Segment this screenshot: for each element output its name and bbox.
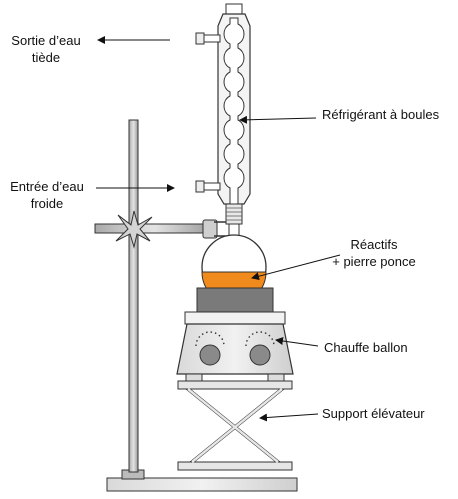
- label-reagents-line2: + pierre ponce: [332, 254, 416, 269]
- label-lift: Support élévateur: [322, 406, 425, 421]
- stand-rod: [128, 119, 139, 473]
- label-reagents-line1: Réactifs: [350, 237, 398, 252]
- label-water-in-line2: froide: [30, 196, 64, 211]
- arrow-heater: [275, 337, 319, 347]
- arrow-lift: [259, 413, 319, 422]
- arrow-condenser: [239, 115, 317, 124]
- boss-head: [115, 210, 153, 249]
- temperature-knob: [199, 344, 221, 366]
- label-water-out-line1: Sortie d’eau: [11, 33, 81, 48]
- label-water-in-line1: Entrée d’eau: [10, 179, 84, 194]
- heater-body: [176, 323, 294, 382]
- label-water-out-line2: tiède: [31, 50, 61, 65]
- label-condenser: Réfrigérant à boules: [322, 107, 440, 122]
- condenser: [195, 3, 251, 225]
- arrow-reagents: [251, 254, 341, 281]
- label-heater: Chauffe ballon: [324, 340, 408, 355]
- leader-arrows: [96, 36, 341, 422]
- label-water-in: Entrée d’eau froide: [0, 178, 94, 212]
- heating-block: [196, 287, 274, 313]
- lab-jack: [177, 380, 293, 471]
- label-reagents: Réactifs + pierre ponce: [322, 236, 426, 270]
- heater-plate: [184, 311, 286, 325]
- stirring-knob: [249, 344, 271, 366]
- stand-base: [106, 469, 298, 492]
- clamp-arm: [94, 223, 214, 234]
- label-water-out: Sortie d’eau tiède: [2, 32, 90, 66]
- neck-clamp: [202, 219, 232, 239]
